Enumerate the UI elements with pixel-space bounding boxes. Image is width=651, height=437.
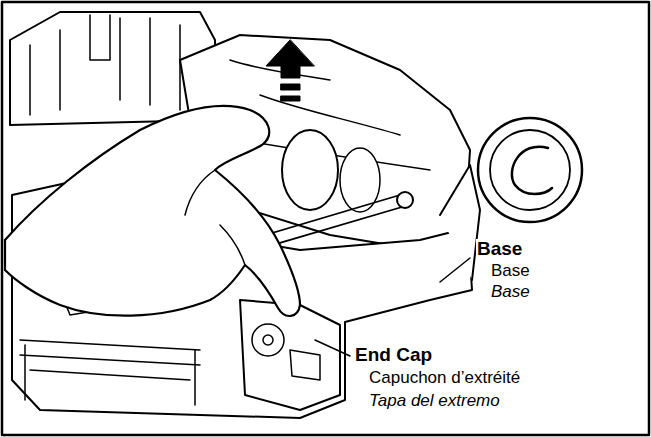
wheel-rim <box>490 130 570 210</box>
part-label: Capuchon d’extréité <box>368 369 521 388</box>
lift-arrow-dash <box>281 96 300 101</box>
lift-arrow <box>266 40 314 78</box>
part-label: Base <box>490 262 531 281</box>
end-cap-bearing <box>263 335 273 345</box>
end-cap-bearing <box>252 324 284 356</box>
wheel-bracket <box>440 165 480 280</box>
leader-line <box>315 340 350 356</box>
axle-hub <box>397 192 413 208</box>
hand <box>5 106 300 316</box>
part-label: Base <box>490 283 531 302</box>
part-label: Tapa del extremo <box>368 392 501 411</box>
end-cap-tab <box>290 350 320 380</box>
wheel <box>478 118 582 222</box>
upper-body-ribs <box>30 18 180 115</box>
part-label: End Cap <box>354 345 433 366</box>
upper-body-detail <box>90 15 110 60</box>
hand-fingers <box>185 170 245 265</box>
base-slots <box>25 345 195 405</box>
lift-arrow-dash <box>281 84 300 90</box>
motor-cylinder <box>282 130 338 210</box>
base-slots <box>20 340 200 380</box>
leader-line <box>440 258 470 282</box>
wheel-logo <box>512 147 552 194</box>
part-label: Base <box>476 239 523 260</box>
